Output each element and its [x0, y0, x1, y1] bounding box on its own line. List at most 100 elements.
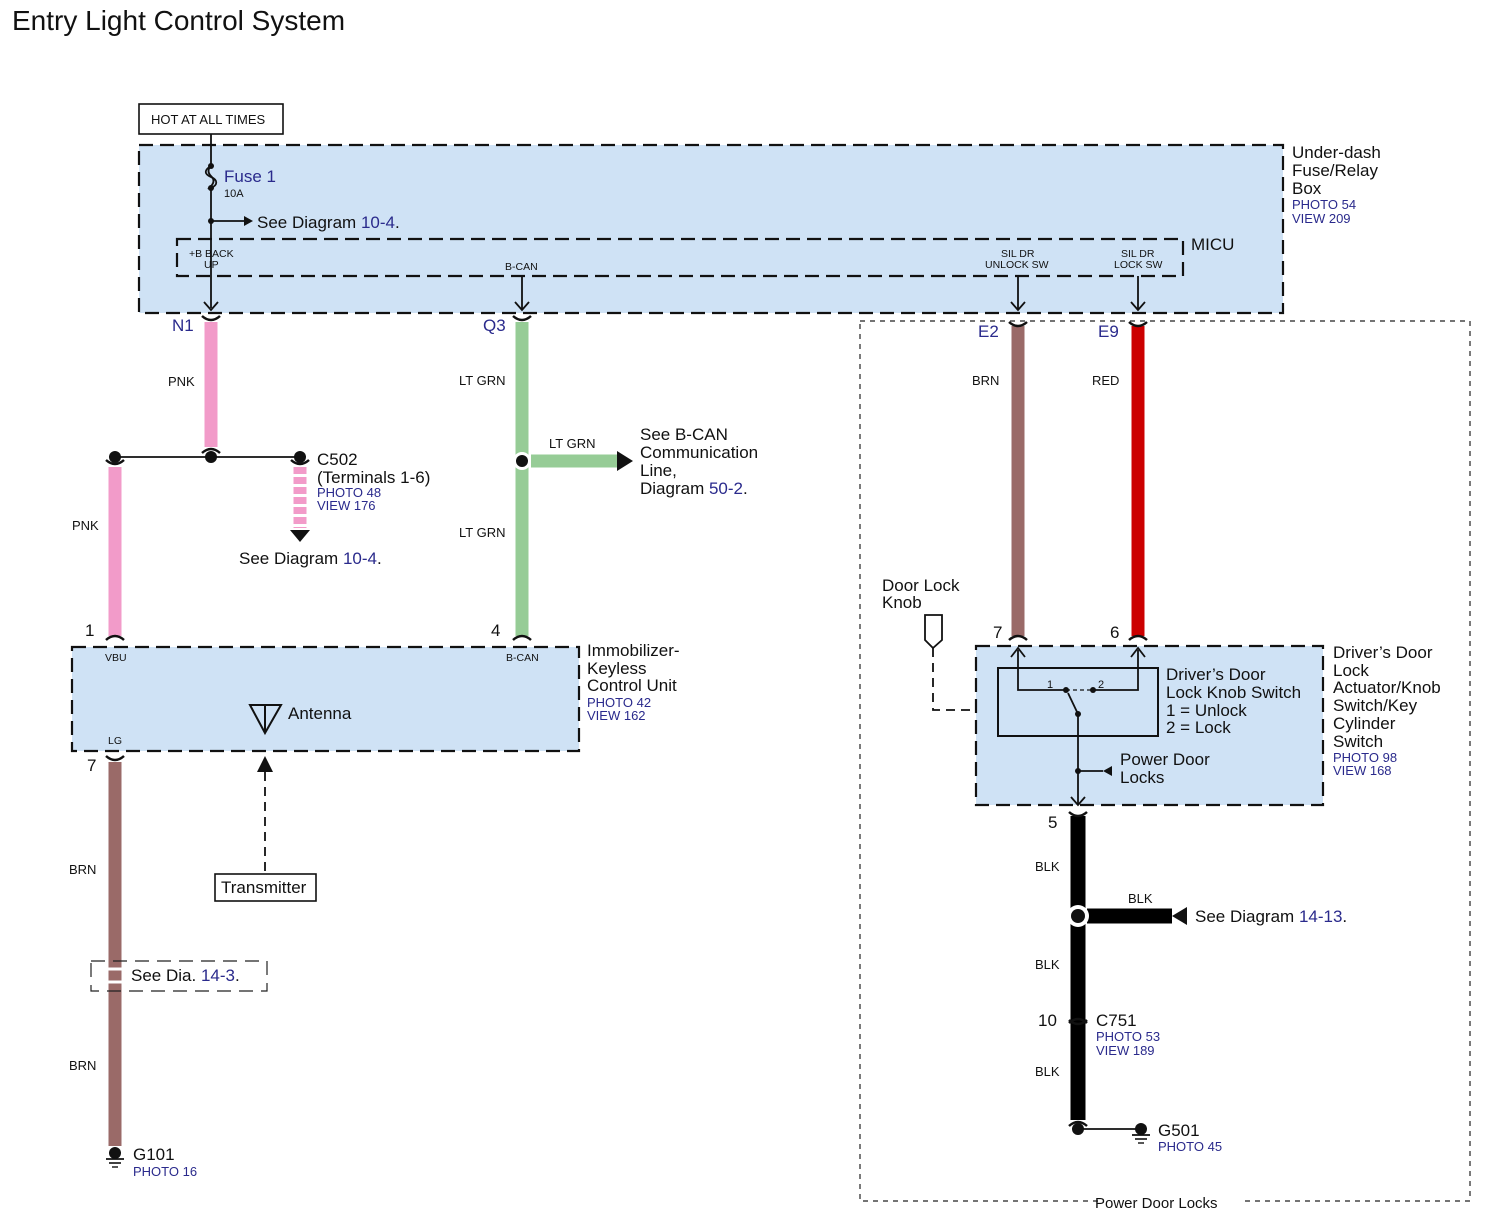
fuse-symbol: [204, 165, 218, 189]
actuator-name-3: Actuator/Knob: [1333, 678, 1441, 697]
c502-see-diagram[interactable]: See Diagram 10-4.: [239, 549, 382, 568]
wire-label-blk: BLK: [1128, 891, 1153, 906]
door-lock-knob-icon: [924, 614, 943, 650]
micu-box: [175, 237, 1185, 278]
switch-label-1: Driver’s Door: [1166, 665, 1266, 684]
terminal-n1: N1: [172, 316, 194, 335]
connector-cap: [105, 634, 125, 641]
c502-terminals: (Terminals 1-6): [317, 468, 430, 487]
antenna-icon: [248, 704, 283, 736]
g501-photo[interactable]: PHOTO 45: [1158, 1139, 1222, 1154]
actuator-photo[interactable]: PHOTO 98: [1333, 750, 1397, 765]
switch-position-2: 2: [1098, 679, 1104, 691]
connector-cap: [1128, 634, 1148, 641]
c502-name: C502: [317, 450, 358, 469]
fuse-see-diagram[interactable]: See Diagram 10-4.: [257, 213, 400, 232]
connector-cap: [1068, 1019, 1088, 1026]
lock-knob-switch: [1010, 646, 1146, 807]
pin-number-vbu: 1: [85, 621, 94, 640]
fuse-rating: 10A: [224, 188, 244, 200]
connector-cap: [512, 315, 532, 322]
actuator-name-6: Switch: [1333, 732, 1383, 751]
splice-node: [109, 451, 121, 463]
actuator-view[interactable]: VIEW 168: [1333, 763, 1392, 778]
see-dia-14-3[interactable]: See Dia. 14-3.: [131, 966, 240, 985]
actuator-name-1: Driver’s Door: [1333, 643, 1433, 662]
immobilizer-photo[interactable]: PHOTO 42: [587, 695, 651, 710]
pin-number-lg: 7: [87, 756, 96, 775]
c751-photo[interactable]: PHOTO 53: [1096, 1029, 1160, 1044]
micu-pin-arrows: [203, 276, 1146, 312]
transmitter-box[interactable]: [214, 873, 317, 902]
bcan-ref-line-3: Line,: [640, 461, 677, 480]
immobilizer-view[interactable]: VIEW 162: [587, 708, 646, 723]
connector-cap: [1008, 634, 1028, 641]
blk-see-diagram[interactable]: See Diagram 14-13.: [1195, 907, 1347, 926]
door-lock-knob-label-1: Door Lock: [882, 576, 960, 595]
wire-label-lt-grn: LT GRN: [459, 373, 505, 388]
ground-icon: [1132, 1123, 1150, 1144]
pin-label-bback-2: UP: [204, 259, 219, 271]
pin-label-bcan: B-CAN: [506, 652, 539, 664]
wire-label-blk: BLK: [1035, 859, 1060, 874]
wire-label-pnk: PNK: [168, 374, 195, 389]
pin-label-lock-2: LOCK SW: [1114, 259, 1163, 271]
arrow-left-icon: [1172, 907, 1187, 925]
c502-photo[interactable]: PHOTO 48: [317, 485, 381, 500]
pin-label-bcan: B-CAN: [505, 261, 538, 273]
immobilizer-keyless-control-unit[interactable]: [70, 645, 581, 753]
transmitter-label: Transmitter: [221, 878, 307, 897]
c751-name: C751: [1096, 1011, 1137, 1030]
connector-cap: [1008, 321, 1028, 328]
wire-label-lt-grn: LT GRN: [549, 436, 595, 451]
immobilizer-name-2: Keyless: [587, 659, 647, 678]
terminal-e2: E2: [978, 322, 999, 341]
see-dia-14-3-frame: [90, 960, 268, 992]
splice-node: [1071, 909, 1085, 923]
c502-view[interactable]: VIEW 176: [317, 498, 376, 513]
hot-at-all-times-label: HOT AT ALL TIMES: [151, 112, 265, 127]
splice-node: [294, 451, 306, 463]
power-door-locks-label-1: Power Door: [1120, 750, 1210, 769]
g101-name: G101: [133, 1145, 175, 1164]
c751-view[interactable]: VIEW 189: [1096, 1043, 1155, 1058]
pin-number-lock: 6: [1110, 623, 1119, 642]
switch-label-3: 1 = Unlock: [1166, 701, 1247, 720]
under-dash-fuse-relay-box[interactable]: [137, 143, 1285, 315]
fuse-box-view[interactable]: VIEW 209: [1292, 211, 1351, 226]
pin-number-bcan: 4: [491, 621, 500, 640]
pin-label-unlock-1: SIL DR: [1001, 248, 1035, 260]
switch-position-1: 1: [1047, 679, 1053, 691]
splice-node: [205, 451, 217, 463]
fuse-box-name-1: Under-dash: [1292, 143, 1381, 162]
drivers-door-lock-actuator[interactable]: [974, 644, 1325, 807]
bcan-ref-line-1: See B-CAN: [640, 425, 728, 444]
wire-label-brn: BRN: [69, 1058, 96, 1073]
connector-cap: [105, 459, 125, 466]
arrow-down-icon: [290, 530, 310, 542]
bcan-ref-diagram[interactable]: Diagram 50-2.: [640, 479, 748, 498]
connector-cap: [105, 755, 125, 762]
fuse-box-photo[interactable]: PHOTO 54: [1292, 197, 1356, 212]
pin-number-ground: 5: [1048, 813, 1057, 832]
g501-name: G501: [1158, 1121, 1200, 1140]
terminal-q3: Q3: [483, 316, 506, 335]
pin-label-bback: +B BACK: [189, 248, 234, 260]
terminal-e9: E9: [1098, 322, 1119, 341]
connector-cap: [1068, 811, 1088, 818]
splice-node: [516, 455, 528, 467]
pin-label-lg: LG: [108, 735, 122, 747]
pin-number-unlock: 7: [993, 623, 1002, 642]
wire-label-blk: BLK: [1035, 1064, 1060, 1079]
immobilizer-name-1: Immobilizer-: [587, 641, 680, 660]
power-door-locks-frame: [859, 320, 1471, 1202]
connector-cap: [512, 634, 532, 641]
fuse-box-name-3: Box: [1292, 179, 1322, 198]
g101-photo[interactable]: PHOTO 16: [133, 1164, 197, 1179]
immobilizer-name-3: Control Unit: [587, 676, 677, 695]
wire-label-red: RED: [1092, 373, 1119, 388]
connector-cap: [201, 447, 221, 454]
micu-label: MICU: [1191, 235, 1234, 254]
c751-pin: 10: [1038, 1011, 1057, 1030]
